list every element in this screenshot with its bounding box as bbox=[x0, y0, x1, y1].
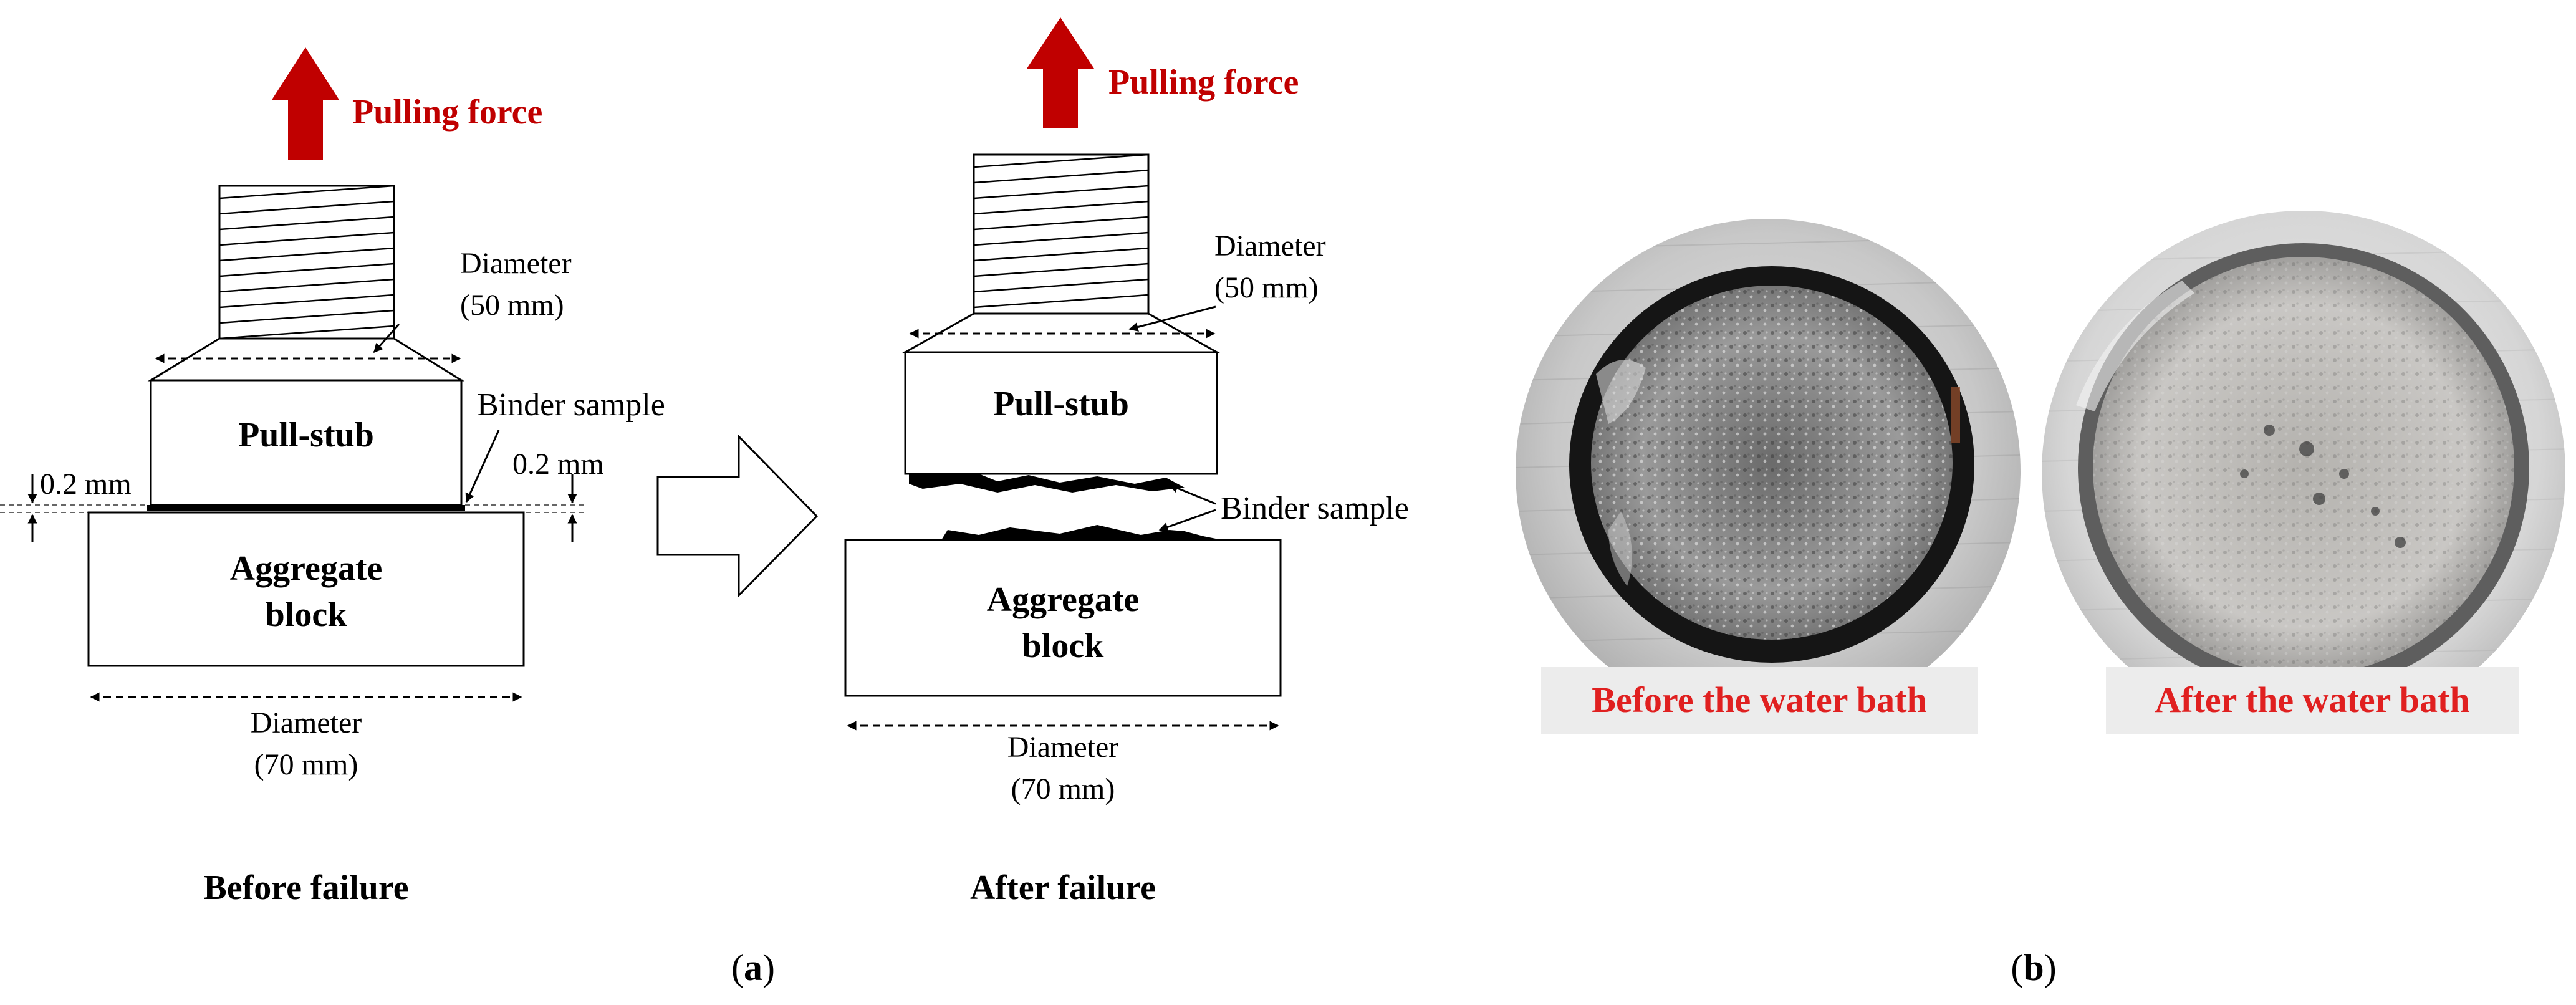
photo-before-caption: Before the water bath bbox=[1592, 680, 1926, 720]
panel-a-after-diagram: Pulling force Diameter (50 mm) Pull-stub bbox=[844, 17, 1409, 907]
pull-stub-label-after: Pull-stub bbox=[993, 385, 1129, 423]
block-diameter-value-after: (70 mm) bbox=[1011, 772, 1115, 805]
panel-a-label: (a) bbox=[731, 947, 775, 988]
aggregate-block-after bbox=[844, 539, 1282, 697]
stub-diameter-label: Diameter bbox=[460, 247, 572, 280]
aggregate-label-line2: block bbox=[266, 595, 348, 634]
threaded-stub-after bbox=[973, 153, 1150, 315]
aggregate-label-line1: Aggregate bbox=[230, 549, 383, 588]
binder-sample-label-after: Binder sample bbox=[1221, 491, 1409, 526]
transition-arrow-icon bbox=[656, 434, 819, 598]
pull-stub-block-after bbox=[904, 351, 1218, 475]
pulling-force-label-after: Pulling force bbox=[1108, 63, 1299, 102]
stub-diameter-value-after: (50 mm) bbox=[1214, 271, 1319, 304]
stub-diameter-label-after: Diameter bbox=[1214, 229, 1326, 262]
pull-stub-label: Pull-stub bbox=[238, 416, 374, 454]
binder-sample-label: Binder sample bbox=[477, 387, 665, 423]
binder-fragment-top bbox=[909, 474, 1185, 493]
photo-after-water-bath bbox=[2042, 211, 2565, 734]
pulling-force-arrow-after-icon bbox=[1027, 17, 1094, 128]
binder-layer bbox=[147, 505, 465, 511]
binder-fragment-bottom bbox=[941, 525, 1222, 540]
photo-after-caption-box bbox=[2106, 667, 2519, 734]
pull-stub-block bbox=[150, 379, 463, 506]
thickness-right-label: 0.2 mm bbox=[512, 448, 604, 481]
pulling-force-arrow-icon bbox=[272, 47, 339, 160]
photo-after-caption: After the water bath bbox=[2155, 680, 2469, 720]
block-diameter-label: Diameter bbox=[251, 706, 362, 739]
photo-before-water-bath bbox=[1516, 219, 2021, 724]
aggregate-label-line2-after: block bbox=[1022, 627, 1105, 665]
threaded-stub bbox=[218, 185, 395, 340]
photo-before-caption-box bbox=[1541, 667, 1978, 734]
panel-b-label: (b) bbox=[2011, 947, 2056, 988]
stub-diameter-value: (50 mm) bbox=[460, 289, 564, 322]
before-failure-caption: Before failure bbox=[203, 868, 408, 907]
block-diameter-value: (70 mm) bbox=[254, 748, 358, 781]
thickness-left-label: 0.2 mm bbox=[40, 468, 132, 501]
after-failure-caption: After failure bbox=[970, 868, 1156, 907]
pulling-force-label: Pulling force bbox=[352, 93, 542, 132]
block-diameter-label-after: Diameter bbox=[1007, 731, 1119, 764]
aggregate-label-line1-after: Aggregate bbox=[987, 580, 1140, 619]
aggregate-block bbox=[87, 511, 525, 667]
panel-a-before-diagram: Pulling force Diameter (50 mm) bbox=[0, 47, 665, 907]
